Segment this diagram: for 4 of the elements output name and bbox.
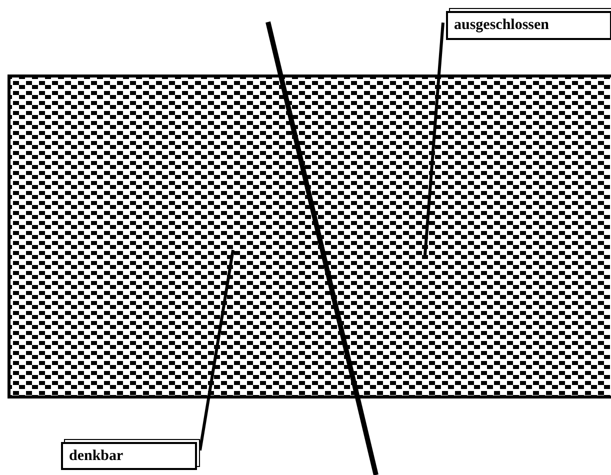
label-box: denkbar <box>61 442 197 470</box>
label-box: ausgeschlossen <box>446 11 611 40</box>
leader-line <box>424 22 444 256</box>
leader-line <box>198 250 234 451</box>
